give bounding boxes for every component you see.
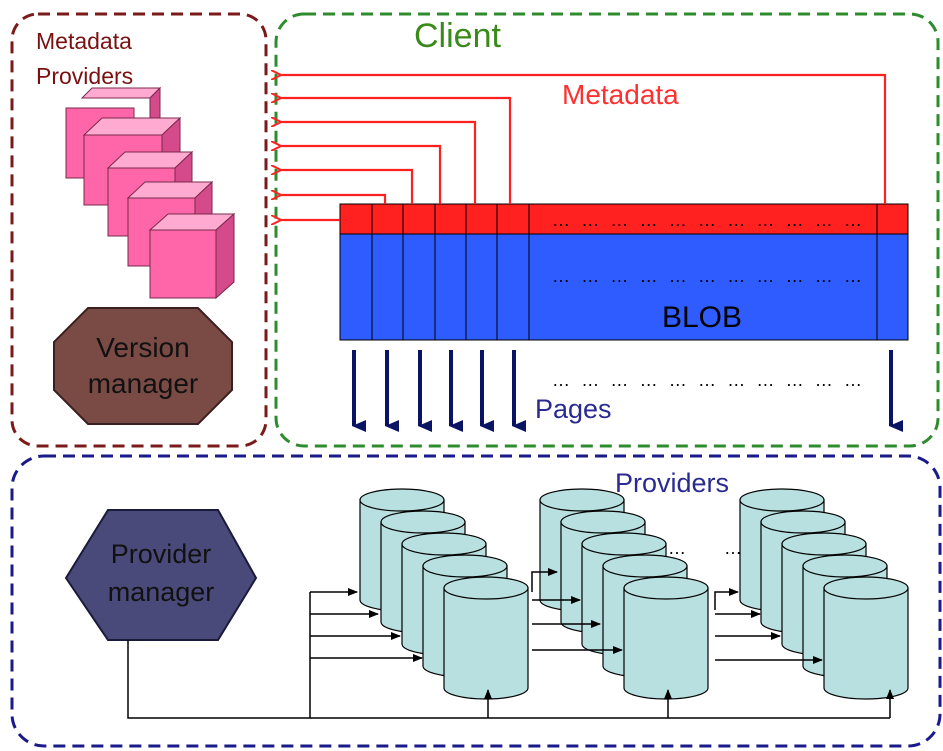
pages-arrows	[352, 350, 903, 432]
version-manager-label-line1: Version	[96, 332, 189, 363]
metadata-arrow-3	[280, 122, 477, 204]
provider-cylinder	[623, 576, 709, 700]
blob-page-dividers	[371, 204, 878, 340]
blob-label: BLOB	[662, 301, 742, 334]
manager-bus-line	[127, 640, 890, 719]
metadata-providers-group	[10, 12, 268, 448]
metadata-providers-title-line1: Metadata	[36, 28, 132, 54]
providers-title: Providers	[615, 468, 729, 498]
providers-ellipsis: ……	[668, 538, 742, 558]
pages-ellipsis: ……………………………	[552, 370, 862, 390]
version-manager-node	[53, 307, 233, 425]
metadata-arrow-1	[280, 75, 887, 204]
pages-label: Pages	[535, 394, 612, 424]
metadata-arrow-2	[280, 98, 512, 204]
provider-cylinder	[823, 576, 909, 700]
blob-ellipsis: ……………………………	[552, 266, 862, 286]
provider-manager-label-line2: manager	[108, 577, 215, 607]
client-title: Client	[414, 17, 501, 55]
metadata-cube-5	[148, 212, 236, 300]
provider-manager-node	[64, 509, 258, 641]
providers-group	[10, 454, 942, 748]
metadata-label: Metadata	[562, 79, 679, 110]
metadata-arrow-6	[280, 195, 387, 204]
provider-cylinder	[443, 576, 529, 700]
provider-manager-label-line1: Provider	[111, 539, 212, 569]
version-manager-label-line2: manager	[88, 368, 199, 399]
provider-cylinders	[359, 488, 909, 700]
client-group	[274, 12, 940, 448]
blob-pages-body	[339, 233, 909, 341]
metadata-arrows	[280, 75, 887, 220]
metadata-providers-title-line2: Providers	[36, 63, 133, 89]
metadata-arrow-4	[280, 146, 442, 204]
provider-connections	[127, 568, 894, 719]
metadata-arrow-5	[280, 170, 414, 204]
metadata-strip-ellipsis: ……………………………	[552, 210, 862, 230]
